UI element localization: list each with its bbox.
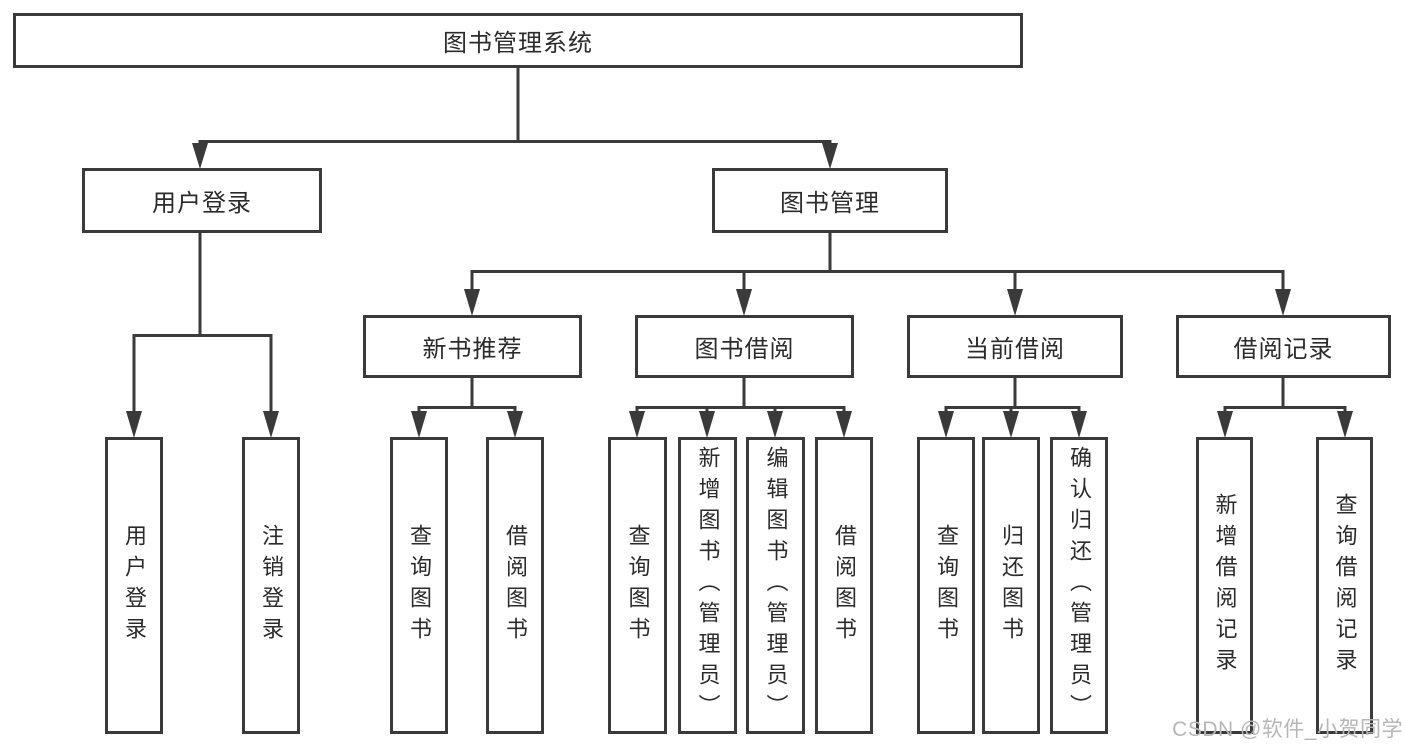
node-user-login-label: 用户登录	[152, 190, 252, 217]
leaf-edit-book-admin-label: 编辑图书（管理员）	[763, 446, 789, 725]
leaf-user-login: 用户登录	[105, 437, 163, 734]
leaf-return-books: 归还图书	[982, 437, 1040, 734]
leaf-add-book-admin: 新增图书（管理员）	[678, 437, 737, 734]
node-library-system: 图书管理系统	[13, 13, 1023, 68]
node-new-book-recommendation-label: 新书推荐	[422, 336, 523, 363]
leaf-confirm-return-admin-label: 确认归还（管理员）	[1067, 446, 1092, 725]
node-book-borrowing-label: 图书借阅	[694, 336, 795, 363]
leaf-query-books-current: 查询图书	[917, 437, 975, 734]
node-borrowing-records: 借阅记录	[1176, 315, 1391, 378]
leaf-logout: 注销登录	[242, 437, 300, 734]
leaf-return-books-label: 归还图书	[999, 523, 1024, 648]
leaf-user-login-label: 用户登录	[122, 523, 147, 648]
node-book-management: 图书管理	[712, 168, 948, 233]
leaf-query-books-recommend-label: 查询图书	[407, 523, 432, 648]
leaf-borrow-books-recommend: 借阅图书	[486, 437, 544, 734]
leaf-query-books-recommend: 查询图书	[390, 437, 448, 734]
leaf-query-borrow-record: 查询借阅记录	[1316, 437, 1373, 734]
watermark-text: CSDN @软件_小贺同学	[1172, 718, 1403, 741]
leaf-confirm-return-admin: 确认归还（管理员）	[1050, 437, 1108, 734]
node-current-borrowing-label: 当前借阅	[965, 336, 1065, 363]
leaf-add-borrow-record-label: 新增借阅记录	[1212, 492, 1238, 679]
leaf-query-books-current-label: 查询图书	[934, 523, 959, 648]
leaf-query-books-borrowing-label: 查询图书	[625, 523, 651, 648]
leaf-edit-book-admin: 编辑图书（管理员）	[746, 437, 805, 734]
leaf-borrow-books-recommend-label: 借阅图书	[503, 523, 528, 648]
leaf-add-book-admin-label: 新增图书（管理员）	[695, 446, 721, 725]
node-current-borrowing: 当前借阅	[907, 315, 1123, 378]
node-borrowing-records-label: 借阅记录	[1233, 336, 1334, 363]
leaf-add-borrow-record: 新增借阅记录	[1196, 437, 1253, 734]
leaf-query-borrow-record-label: 查询借阅记录	[1332, 492, 1358, 679]
node-library-system-label: 图书管理系统	[443, 30, 593, 57]
leaf-logout-label: 注销登录	[259, 523, 284, 648]
leaf-borrow-books-borrowing: 借阅图书	[815, 437, 873, 734]
node-new-book-recommendation: 新书推荐	[363, 315, 582, 378]
node-user-login: 用户登录	[82, 168, 322, 233]
leaf-query-books-borrowing: 查询图书	[608, 437, 667, 734]
leaf-borrow-books-borrowing-label: 借阅图书	[832, 523, 857, 648]
node-book-borrowing: 图书借阅	[635, 315, 854, 378]
node-book-management-label: 图书管理	[780, 190, 880, 217]
